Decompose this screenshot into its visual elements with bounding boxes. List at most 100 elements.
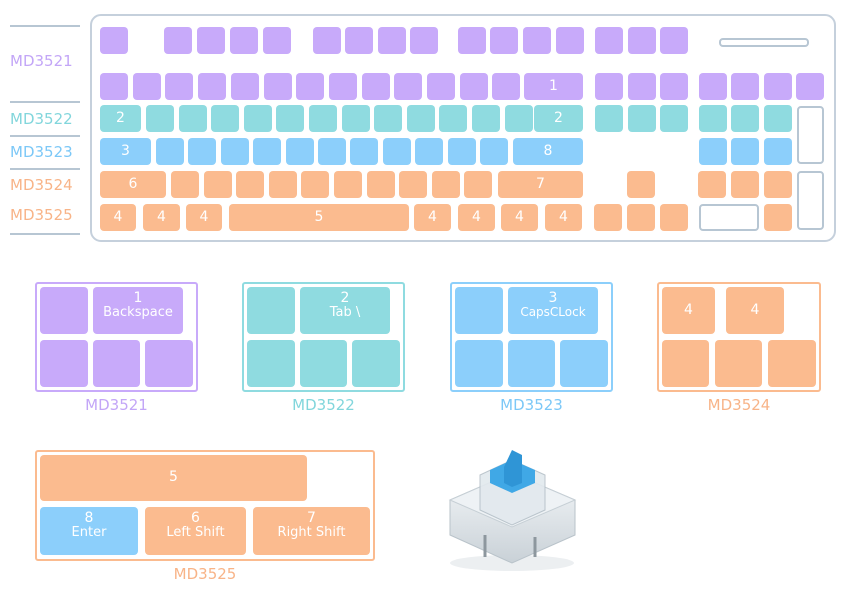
capslock-key: 3 [100,138,151,165]
panel-key [662,340,709,387]
panel-4 [657,282,821,392]
keyboard-key [731,73,759,100]
keyboard-key [764,204,792,231]
keyboard-key [374,105,402,132]
keyboard-key [699,138,727,165]
keyboard-key [133,73,161,100]
panel-key [560,340,608,387]
key-name: CapsCLock [520,305,586,320]
row-divider [10,25,80,27]
keyboard-key [399,171,427,198]
key-label: 4 [428,208,437,225]
key-number: 6 [191,510,200,526]
keyboard-key [269,171,297,198]
keyboard-key [318,138,346,165]
keyboard-key [329,73,357,100]
keyboard-key [731,138,759,165]
panel-key [40,287,88,334]
keyboard-key [309,105,337,132]
key-label: 2 [554,109,563,126]
panel-3 [450,282,613,392]
panel-key-spacebar: 5 [40,455,307,501]
keyboard-key [100,27,128,54]
keyboard-key [171,171,199,198]
key-label: 4 [157,208,166,225]
key-number: 8 [84,510,94,526]
keyboard-key [764,105,792,132]
row-divider [10,233,80,235]
panel-label: MD3521 [85,396,148,414]
keyboard-key [480,138,508,165]
modifier-key: 4 [186,204,222,231]
keyboard-key [439,105,467,132]
key-label: 4 [199,208,209,225]
keyboard-key [165,73,193,100]
keyboard-key [345,27,373,54]
keyboard-key [383,138,411,165]
keyboard-key [197,27,225,54]
mechanical-switch-image [448,450,577,571]
keyboard-key [263,27,291,54]
panel-key [300,340,347,387]
keyboard-key [628,73,656,100]
keyboard-key [334,171,362,198]
panel-key [508,340,555,387]
keyboard-key [410,27,438,54]
key-number: 1 [133,290,143,306]
key-label: 3 [121,142,130,159]
keyboard-key [472,105,500,132]
spacebar-key: 5 [229,204,409,231]
keyboard-key [660,27,688,54]
keyboard-key [100,73,128,100]
keyboard-key [660,73,688,100]
panel-1 [35,282,198,392]
keyboard-key [523,27,551,54]
keyboard-key [492,73,520,100]
keyboard-key [188,138,216,165]
key-name: Tab \ [329,305,361,321]
keyboard-key [296,73,324,100]
keyboard-key [764,171,792,198]
row-divider [10,135,80,137]
panel-key [352,340,400,387]
keyboard-key [699,73,727,100]
row-label-2: MD3522 [10,110,73,128]
keyboard-key [362,73,390,100]
key-label: 2 [116,109,125,126]
key-label: 4 [515,208,524,225]
keyboard-key [211,105,239,132]
keyboard-key [764,73,792,100]
panel-key [247,340,295,387]
keyboard-frame [90,14,836,242]
row-divider [10,101,80,103]
key-number: 2 [340,290,350,306]
keyboard-key [394,73,422,100]
key-name: Enter [71,525,107,541]
panel-key [455,287,503,334]
key-label: 6 [128,175,138,192]
keyboard-key [146,105,174,132]
keyboard-key [627,171,655,198]
keyboard-key [367,171,395,198]
keyboard-key [556,27,584,54]
keyboard-key [464,171,492,198]
row-label-4: MD3524 [10,176,73,194]
keyboard-key [432,171,460,198]
key-number: 5 [169,469,178,486]
keyboard-key [628,105,656,132]
key-label: 7 [536,175,545,192]
keyboard-key [301,171,329,198]
panel-key [247,287,295,334]
keyboard-key [594,204,622,231]
keyboard-key [460,73,488,100]
keyboard-key [448,138,476,165]
keyboard-key [628,27,656,54]
numpad-plus-key-outline [797,106,824,164]
panel-key [93,340,140,387]
panel-key [715,340,762,387]
modifier-key: 4 [501,204,538,231]
key-label: 4 [113,208,123,225]
key-number: 7 [307,510,316,526]
